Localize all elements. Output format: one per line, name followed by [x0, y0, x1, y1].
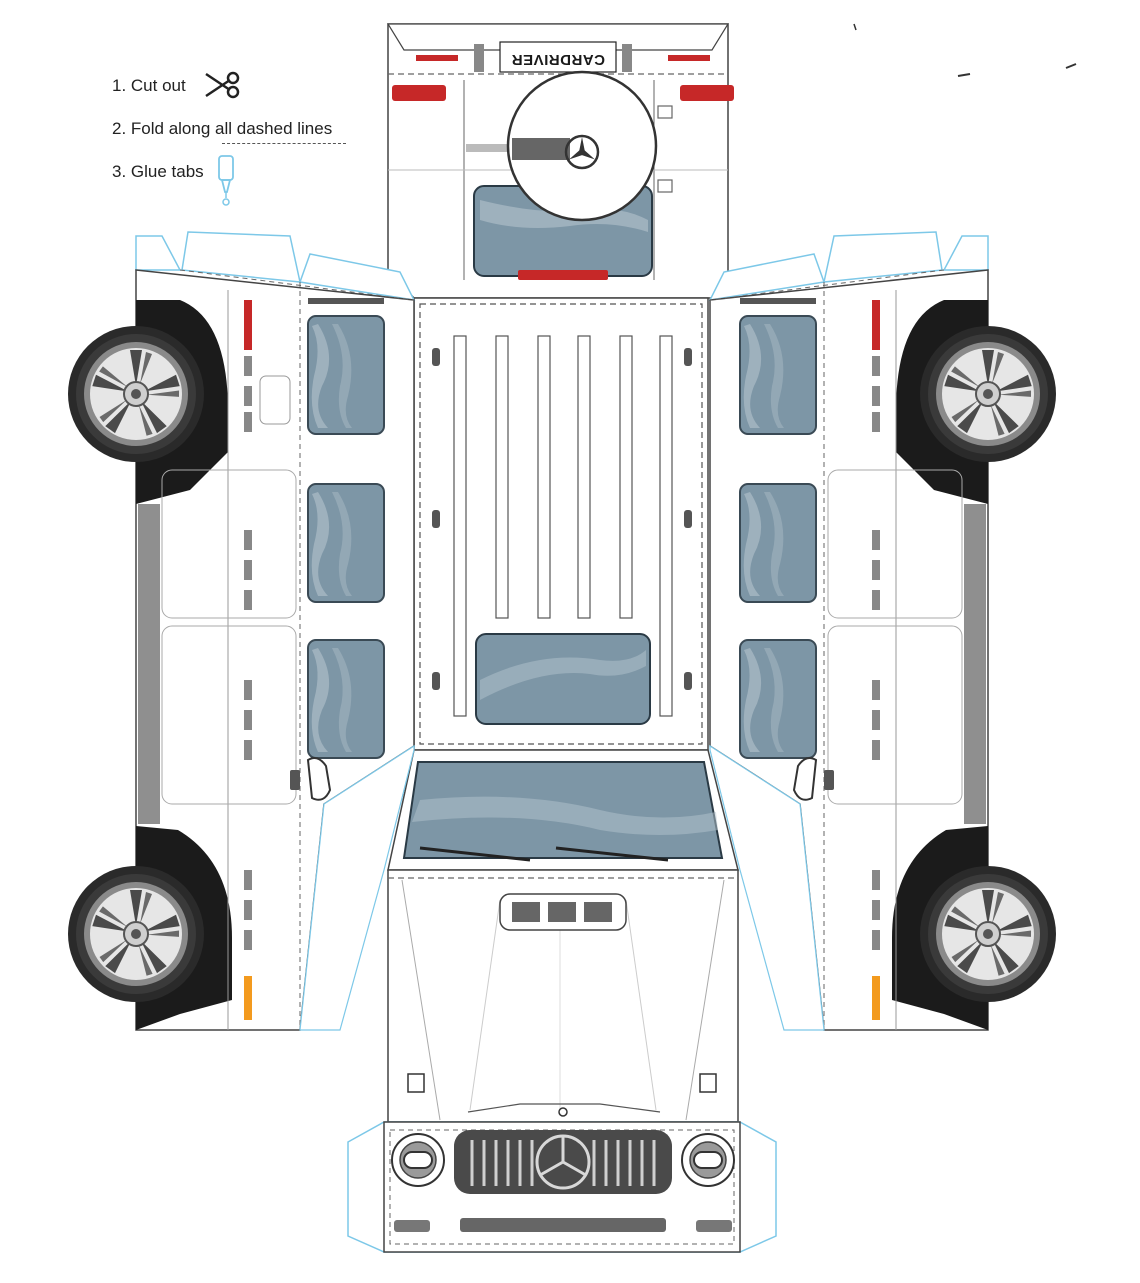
- brand-logo: CARDRIVER: [511, 47, 605, 71]
- front-grille-panel: [347, 1121, 777, 1253]
- brand-part-car: CAR: [571, 51, 605, 68]
- mirror-left: [306, 757, 332, 801]
- side-marker-red-right: [872, 300, 880, 350]
- instruction-step-2: 2. Fold along all dashed lines: [112, 119, 333, 138]
- scissors-icon: [205, 71, 240, 99]
- instruction-step-3: 3. Glue tabs: [112, 162, 204, 181]
- tail-light-left: [392, 85, 446, 101]
- rear-reflector-left: [416, 55, 458, 61]
- instruction-step-1: 1. Cut out: [112, 76, 186, 95]
- wheel-icon: [67, 865, 205, 1003]
- glue-bottle-icon: [218, 155, 234, 206]
- side-window-left-1: [307, 315, 385, 435]
- wheel-icon: [919, 865, 1057, 1003]
- side-window-right-3: [739, 639, 817, 759]
- brand-part-driver: DRIVER: [511, 51, 571, 68]
- rear-reflector-right: [668, 55, 710, 61]
- sunroof-window: [475, 633, 651, 725]
- rear-panel: [386, 23, 734, 299]
- roof-panel: [413, 297, 709, 751]
- left-side-panel: [67, 231, 416, 1031]
- wheel-icon: [67, 325, 205, 463]
- mirror-right: [792, 757, 818, 801]
- side-marker-red-left: [244, 300, 252, 350]
- wheel-icon: [919, 325, 1057, 463]
- dashed-line-sample: [222, 143, 346, 144]
- hood-front-panel: [387, 749, 739, 1123]
- side-marker-amber-right: [872, 976, 880, 1020]
- side-window-right-1: [739, 315, 817, 435]
- side-window-right-2: [739, 483, 817, 603]
- side-marker-amber-left: [244, 976, 252, 1020]
- side-window-left-2: [307, 483, 385, 603]
- tail-light-right: [680, 85, 734, 101]
- right-side-panel: [708, 231, 1057, 1031]
- side-window-left-3: [307, 639, 385, 759]
- instructions-block: 1. Cut out 2. Fold along all dashed line…: [112, 70, 372, 210]
